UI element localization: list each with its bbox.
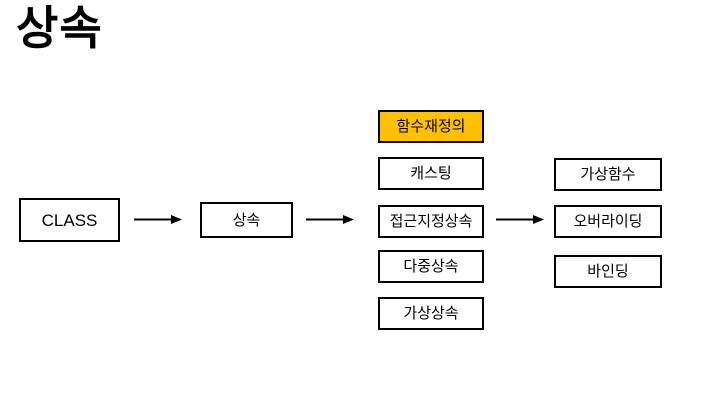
- diagram-box-access-specified-inheritance[interactable]: 접근지정상속: [378, 205, 484, 238]
- diagram-box-virtual-inheritance[interactable]: 가상상속: [378, 297, 484, 330]
- arrow-right-icon: [306, 215, 354, 224]
- diagram-box-overriding[interactable]: 오버라이딩: [554, 205, 662, 238]
- diagram-box-class[interactable]: CLASS: [19, 198, 120, 242]
- page-title: 상속: [16, 2, 103, 54]
- diagram-box-binding[interactable]: 바인딩: [554, 255, 662, 288]
- diagram-box-inheritance[interactable]: 상속: [200, 202, 293, 238]
- arrow-right-icon: [134, 215, 182, 224]
- diagram-box-multiple-inheritance[interactable]: 다중상속: [378, 250, 484, 283]
- arrow-right-icon: [496, 215, 544, 224]
- diagram-box-function-redefinition[interactable]: 함수재정의: [378, 110, 484, 143]
- diagram-box-virtual-function[interactable]: 가상함수: [554, 158, 662, 191]
- diagram-box-casting[interactable]: 캐스팅: [378, 157, 484, 190]
